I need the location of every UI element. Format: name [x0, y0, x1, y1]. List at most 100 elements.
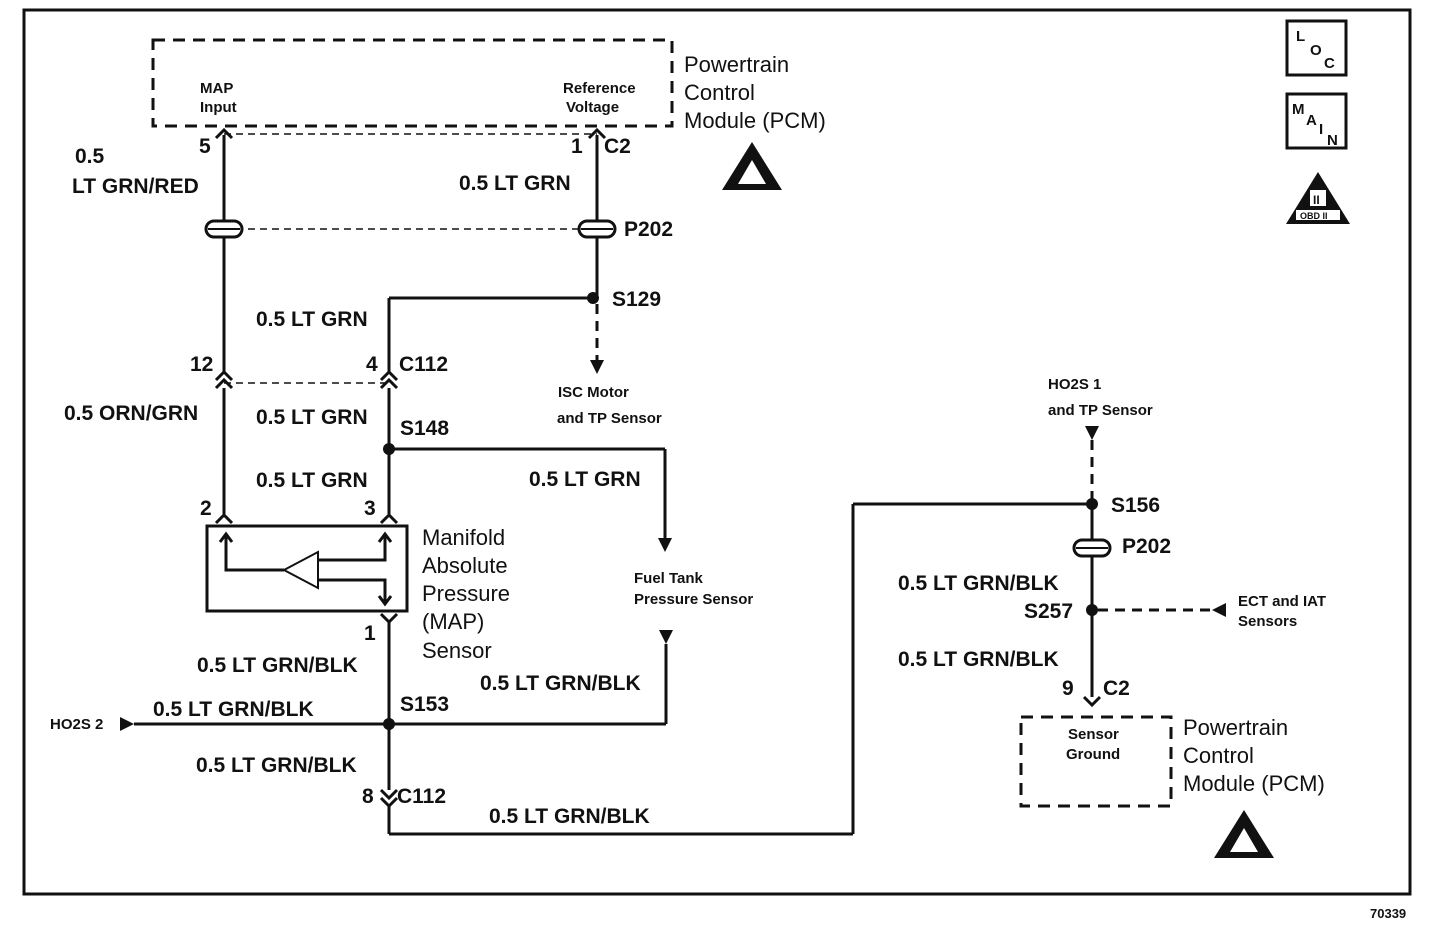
ho2s2-arrow-icon [120, 717, 134, 731]
svg-text:O: O [1310, 42, 1322, 59]
c112-bottom-label: C112 [397, 785, 446, 808]
pin-1-bottom-label: 1 [364, 622, 376, 645]
wire-label-map-2: LT GRN/RED [72, 175, 199, 198]
pin-5-terminal [214, 127, 234, 140]
p202-right-side-terminal [1072, 538, 1112, 558]
map-sensor-label-1: Manifold [422, 525, 505, 550]
splice-s257 [1086, 604, 1098, 616]
fuel-tank-feed-arrow-icon [658, 538, 672, 552]
p202-right-terminal [577, 219, 617, 239]
sensor-ground-label-1: Sensor [1068, 726, 1119, 743]
pcm-top-title-3: Module (PCM) [684, 108, 826, 133]
obd-ii-icon: II OBD II [1286, 172, 1350, 224]
ho2s1-arrow-icon [1085, 426, 1099, 440]
s156-label: S156 [1111, 494, 1160, 517]
map-sensor-label-2: Absolute [422, 553, 508, 578]
wire-label-below-s153: 0.5 LT GRN/BLK [196, 754, 357, 777]
wire-label-ref: 0.5 LT GRN [459, 172, 571, 195]
pin-1-label: 1 [571, 135, 583, 158]
main-icon: M A I N [1285, 92, 1348, 150]
wire-label-right-lower: 0.5 LT GRN/BLK [898, 648, 1059, 671]
ect-iat-arrow-icon [1212, 603, 1226, 617]
svg-text:II: II [1313, 193, 1320, 207]
wire-label-ho2s2: 0.5 LT GRN/BLK [153, 698, 314, 721]
reference-voltage-label-1: Reference [563, 80, 636, 97]
c112-pin-12-terminal [214, 369, 234, 390]
pin-8-label: 8 [362, 785, 374, 808]
wire-label-right-upper: 0.5 LT GRN/BLK [898, 572, 1059, 595]
map-input-label-2: Input [200, 99, 237, 116]
map-pin-2-terminal [214, 512, 234, 525]
map-input-label-1: MAP [200, 80, 233, 97]
reference-voltage-label-2: Voltage [566, 99, 619, 116]
wire-label-fuel-tank-return: 0.5 LT GRN/BLK [480, 672, 641, 695]
figure-number: 70339 [1370, 906, 1406, 921]
c112-pin-8-terminal [379, 788, 399, 809]
pin-2-label: 2 [200, 497, 212, 520]
s257-label: S257 [1024, 600, 1073, 623]
c112-pin-4-terminal [379, 369, 399, 390]
pin-5-label: 5 [199, 135, 211, 158]
wire-label-sensor-ground: 0.5 LT GRN/BLK [197, 654, 358, 677]
pin-4-label: 4 [366, 353, 378, 376]
p202-right-label: P202 [1122, 535, 1171, 558]
s148-label: S148 [400, 417, 449, 440]
pin-9-label: 9 [1062, 677, 1074, 700]
wire-label-s148-above: 0.5 LT GRN [256, 406, 368, 429]
wire-label-bottom-run: 0.5 LT GRN/BLK [489, 805, 650, 828]
map-sensor-label-3: Pressure [422, 581, 510, 606]
s129-label: S129 [612, 288, 661, 311]
ho2s1-label-1: HO2S 1 [1048, 376, 1101, 393]
sensor-ground-label-2: Ground [1066, 746, 1120, 763]
map-sensor-label-5: Sensor [422, 638, 492, 663]
c2-pin-9-terminal [1082, 695, 1102, 708]
wire-label-map-1: 0.5 [75, 145, 105, 168]
wire-label-fuel-tank-feed: 0.5 LT GRN [529, 468, 641, 491]
map-sensor-label-4: (MAP) [422, 609, 484, 634]
svg-text:A: A [1306, 112, 1317, 129]
map-sensor: 2 3 Manifold Absolute Pressure (MAP) Sen… [200, 497, 510, 663]
ho2s2-label: HO2S 2 [50, 716, 103, 733]
fuel-tank-return-arrow-icon [659, 630, 673, 644]
map-pin-1-terminal [379, 612, 399, 625]
pin-1-terminal [587, 127, 607, 140]
pcm-top-box [151, 38, 674, 128]
pcm-bottom-title-3: Module (PCM) [1183, 771, 1325, 796]
map-pin-3-terminal [379, 512, 399, 525]
svg-text:I: I [1319, 121, 1323, 138]
isc-label-2: and TP Sensor [557, 410, 662, 427]
esd-warning-icon [1214, 810, 1274, 858]
p202-top-label: P202 [624, 218, 673, 241]
pcm-top-title-2: Control [684, 80, 755, 105]
pin-3-label: 3 [364, 497, 376, 520]
c2-bottom-label: C2 [1103, 677, 1130, 700]
ect-iat-label-2: Sensors [1238, 613, 1297, 630]
pcm-top-title-1: Powertrain [684, 52, 789, 77]
isc-arrow-icon [590, 360, 604, 374]
ho2s1-label-2: and TP Sensor [1048, 402, 1153, 419]
c2-top-label: C2 [604, 135, 631, 158]
fuel-tank-label-1: Fuel Tank [634, 570, 704, 587]
wire-label-s148-below: 0.5 LT GRN [256, 469, 368, 492]
isc-label-1: ISC Motor [558, 384, 629, 401]
svg-text:C: C [1324, 55, 1335, 72]
pcm-top: Powertrain Control Module (PCM) MAP Inpu… [151, 38, 826, 158]
diagram-border [22, 8, 1412, 896]
svg-text:M: M [1292, 101, 1305, 118]
svg-text:OBD II: OBD II [1300, 211, 1328, 221]
pcm-bottom-title-2: Control [1183, 743, 1254, 768]
esd-warning-icon [722, 142, 782, 190]
pcm-bottom: Sensor Ground Powertrain Control Module … [1019, 715, 1325, 808]
wire-label-orn-grn: 0.5 ORN/GRN [64, 402, 198, 425]
ect-iat-label-1: ECT and IAT [1238, 593, 1326, 610]
pcm-bottom-title-1: Powertrain [1183, 715, 1288, 740]
svg-text:L: L [1296, 28, 1305, 45]
s153-label: S153 [400, 693, 449, 716]
loc-icon: L O C [1285, 19, 1348, 77]
pin-12-label: 12 [190, 353, 213, 376]
c112-top-label: C112 [399, 353, 448, 376]
wire-label-s129-branch: 0.5 LT GRN [256, 308, 368, 331]
svg-text:N: N [1327, 132, 1338, 149]
fuel-tank-label-2: Pressure Sensor [634, 591, 753, 608]
